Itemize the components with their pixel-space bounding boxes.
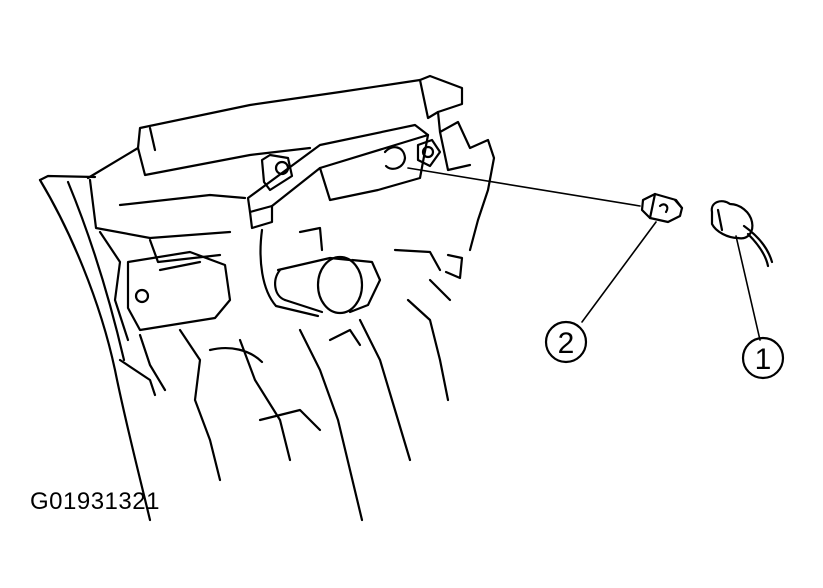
callout-leader-2 bbox=[581, 221, 657, 323]
lower-manifold bbox=[118, 248, 464, 522]
sensor-bracket bbox=[246, 123, 442, 230]
sensor-part-2 bbox=[640, 192, 684, 224]
callout-leader-1 bbox=[735, 235, 761, 341]
figure-id-label: G01931321 bbox=[30, 488, 160, 515]
body-panel-edge bbox=[38, 174, 152, 522]
engine-housing bbox=[86, 74, 496, 342]
callout-circle-1 bbox=[741, 336, 785, 380]
callout-number-1: 1 bbox=[755, 343, 772, 376]
connector-part-1 bbox=[710, 200, 774, 268]
callout-circle-2 bbox=[544, 320, 588, 364]
actuator-cylinder bbox=[259, 226, 382, 318]
callout-number-2: 2 bbox=[558, 327, 575, 360]
leader-line-to-hole bbox=[407, 167, 641, 207]
